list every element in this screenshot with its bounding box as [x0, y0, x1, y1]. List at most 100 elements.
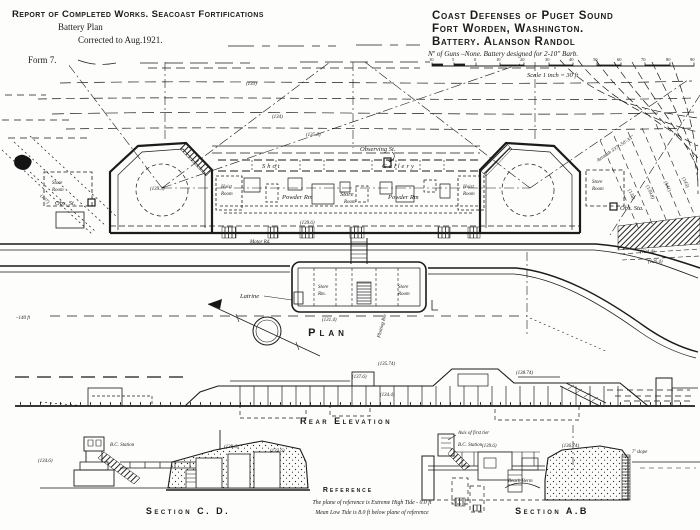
roads: Motor Rd.	[0, 240, 700, 359]
shore-bank-hatch	[617, 215, 700, 251]
ab-strut-hatch	[447, 447, 471, 471]
reference-title: Reference	[323, 487, 373, 494]
scale-tick-7: 50	[593, 57, 598, 62]
battery-plan-subtitle: Battery Plan	[58, 22, 103, 32]
cd-elev-label-3: (134.6)	[38, 459, 53, 464]
ab-earth-mound	[544, 445, 629, 501]
obs-st-left-label: Obs. St.	[55, 200, 76, 207]
reference-diagonal-line	[529, 317, 609, 353]
section-ab: Axis of first tier B.C. Station Beach Be…	[421, 425, 700, 516]
contour-lines: (137) (133) (134) (135.8)	[1, 59, 699, 235]
rear-store1-label-1: Store	[318, 285, 329, 290]
hoist-left-label-1: Hoist	[220, 185, 232, 190]
rear-store2-label-2: Room	[397, 292, 410, 297]
building-stairs	[356, 281, 372, 305]
building-elevation-label: (131.4)	[322, 318, 337, 323]
shore-label-2: (126.4)	[648, 260, 663, 265]
scale-tick-4: 20	[520, 57, 525, 62]
section-cd-title: Section C. D.	[146, 506, 230, 516]
fort-name: Fort Worden, Washington.	[432, 23, 584, 35]
compass-rose	[207, 299, 321, 357]
elevation-posts	[230, 386, 620, 406]
right-store-label-2: Room	[591, 187, 604, 192]
contour-label-141: (141)	[662, 181, 671, 193]
coast-defenses-title: Coast Defenses of Puget Sound	[432, 10, 613, 22]
scale-tick-1: 5	[452, 57, 455, 62]
obs-sta-right-label: Obs. Sta.	[620, 205, 644, 212]
contour-label-1398: (139.8)	[644, 185, 655, 201]
reference-note: Reference The plane of reference is Extr…	[313, 487, 432, 516]
rear-elev-label-2: (137.6)	[352, 375, 367, 380]
ab-axis-label: Axis of first tier	[457, 431, 489, 436]
ab-beach-berm-label: Beach Berm	[508, 479, 533, 484]
shot-gallery-label-2: Gallery	[382, 163, 416, 170]
ab-cliff-face	[621, 454, 631, 501]
hoist-right-label-1: Hoist	[462, 185, 474, 190]
scale-bar: 10 5 0 10 20 30 40 50 60 70 80 90 Scale …	[429, 57, 695, 79]
battery-name: Battery. Alanson Randol	[432, 36, 576, 48]
shot-gallery-label-1: Shot	[262, 163, 282, 170]
rear-store2-label-1: Store	[398, 285, 409, 290]
gun-platform-circle-right	[501, 163, 555, 217]
cd-strut-hatch	[97, 451, 141, 485]
guns-note: Nº of Guns –None. Battery designed for 2…	[427, 50, 578, 58]
latrine-label: Latrine	[239, 293, 259, 300]
rear-elevation: (135.74) (137.6) (134.4) (138.74) Rear E…	[15, 362, 698, 426]
scale-tick-11: 90	[690, 57, 695, 62]
contour-label-138: (138)	[626, 189, 635, 201]
powder-right-label: Powder Rm	[387, 194, 419, 201]
contour-140ft-label: –140 ft	[15, 316, 31, 321]
rear-elev-label-3: (134.4)	[380, 393, 395, 398]
plan-view: (139.3) Store Room Store Room	[0, 94, 700, 359]
contour-label-1358: (135.8)	[306, 133, 321, 138]
contour-label-143: (143)	[680, 177, 689, 189]
right-slope: (138) (139.8) (141) (143) Azimuth 337°-5…	[595, 94, 700, 265]
rear-building: Store Rm. Store Room (131.4) Latrine Plo…	[239, 261, 438, 340]
cd-elev-label-2: (133.6)	[270, 449, 285, 454]
left-store-label-1: Store	[52, 181, 63, 186]
header-rule-2	[77, 59, 430, 65]
scale-tick-6: 40	[569, 57, 574, 62]
ab-elev-label-2: (136.74)	[562, 444, 579, 449]
parapet-hatch-right	[479, 142, 513, 177]
right-store-room: Store Room	[585, 169, 625, 207]
rear-elev-label-4: (138.74)	[516, 371, 533, 376]
hoist-left-label-2: Room	[220, 192, 233, 197]
shore-label-1: (134.4)	[640, 250, 655, 255]
plan-title: Plan	[308, 327, 348, 339]
north-arrow	[208, 299, 222, 309]
cd-station-label: B.C. Station	[110, 443, 135, 448]
ab-slope-label: 7' slope	[632, 450, 648, 455]
left-store-room: Store Room	[43, 171, 93, 229]
plotting-room-label: Plotting Rm	[377, 314, 388, 340]
rear-elev-label-1: (135.74)	[378, 362, 395, 367]
hoist-right-label-2: Room	[462, 192, 475, 197]
contour-label-133: (133)	[246, 82, 257, 87]
central-traverse: Observing St. Shot Gallery Hoist Room Ho…	[110, 145, 580, 264]
section-ab-title: Section A.B	[515, 506, 589, 516]
tree-symbol	[14, 154, 32, 170]
ab-elev-label-1: (139.6)	[482, 444, 497, 449]
section-cd: B.C. Station (134.6) (139.6) (133.6) Sec…	[38, 430, 310, 516]
wall-elevation-label: (139.6)	[300, 221, 315, 226]
pit-elevation-label: (139.3)	[150, 187, 165, 192]
cd-elev-label-1: (139.6)	[224, 445, 239, 450]
scale-tick-9: 70	[641, 57, 646, 62]
scale-tick-10: 80	[666, 57, 671, 62]
form-number: Form 7.	[28, 55, 57, 65]
scale-tick-3: 10	[496, 57, 501, 62]
observing-station-box	[383, 157, 392, 168]
motor-road-label: Motor Rd.	[249, 240, 271, 245]
right-store-label-1: Store	[592, 180, 603, 185]
gun-platform-circle-left	[135, 163, 189, 217]
scale-tick-2: 0	[474, 57, 477, 62]
scale-tick-5: 30	[545, 57, 550, 62]
reference-line-2: Mean Low Tide is 8.0 ft below plane of r…	[314, 509, 429, 516]
corrected-date: Corrected to Aug.1921.	[78, 35, 163, 45]
powder-left-label: Powder Rm	[281, 194, 313, 201]
scale-tick-8: 60	[617, 57, 622, 62]
left-gun-emplacement: (139.3)	[108, 141, 214, 233]
ab-station-label: B.C. Station	[458, 443, 483, 448]
